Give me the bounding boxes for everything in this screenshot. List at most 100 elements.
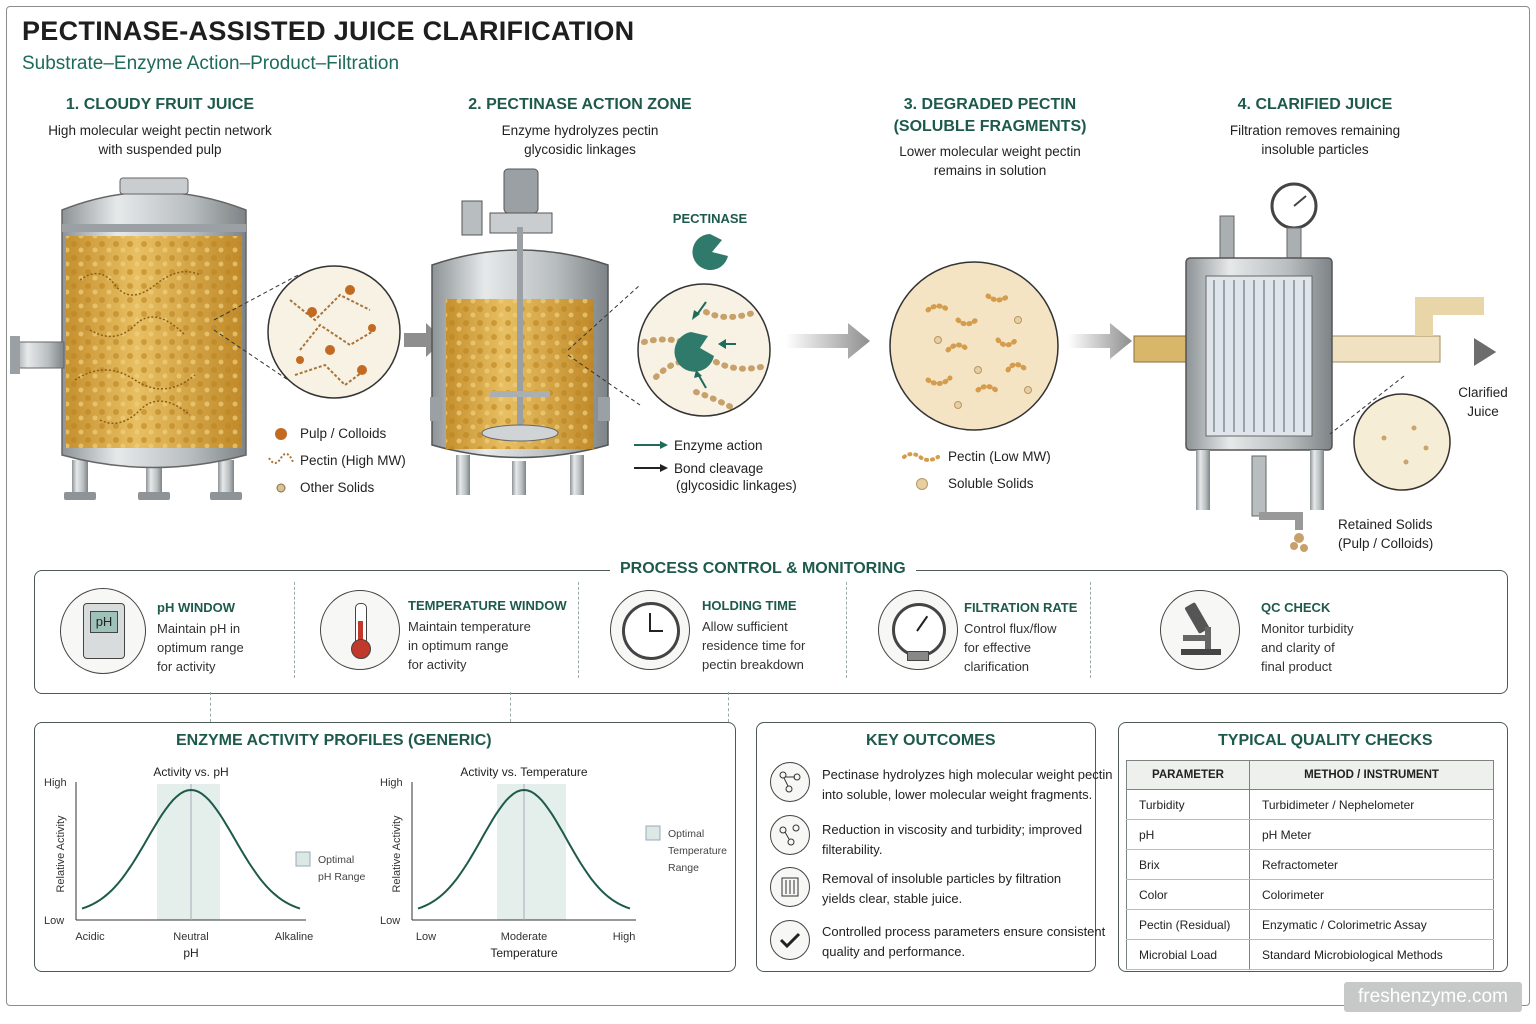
control-qc-check: QC CHECK Monitor turbidity and clarity o… bbox=[1261, 600, 1354, 674]
optimal-range-band bbox=[157, 784, 220, 920]
microscope-icon bbox=[1160, 590, 1240, 670]
x-axis-label: Temperature bbox=[490, 946, 558, 960]
legend-item-other-solids: Other Solids bbox=[268, 474, 406, 501]
key-outcomes-title: KEY OUTCOMES bbox=[856, 732, 1006, 750]
legend-item-pectin-high: Pectin (High MW) bbox=[268, 447, 406, 474]
y-tick-high: High bbox=[44, 777, 67, 789]
x-axis-label: pH bbox=[183, 946, 198, 960]
legend-item-enzyme-action: Enzyme action bbox=[634, 432, 797, 458]
page-subtitle: Substrate–Enzyme Action–Product–Filtrati… bbox=[22, 53, 400, 74]
checkmark-icon bbox=[770, 920, 810, 960]
pectinase-enzyme-icon bbox=[692, 234, 728, 270]
pectinase-label: PECTINASE bbox=[672, 211, 748, 226]
legend-label: pH Range bbox=[318, 871, 365, 883]
legend-item-bond-cleavage-note: (glycosidic linkages) bbox=[676, 478, 797, 493]
x-tick-label: High bbox=[613, 931, 636, 943]
connector bbox=[728, 692, 729, 722]
outcome-item: Pectinase hydrolyzes high molecular weig… bbox=[822, 767, 1113, 802]
retained-solids-label: Retained Solids(Pulp / Colloids) bbox=[1338, 517, 1434, 551]
divider bbox=[578, 582, 579, 678]
y-tick-low: Low bbox=[380, 915, 400, 927]
clock-icon bbox=[610, 590, 690, 670]
control-filtration-rate: FILTRATION RATE Control flux/flow for ef… bbox=[964, 600, 1078, 674]
legend-item-bond-cleavage: Bond cleavage bbox=[634, 458, 797, 478]
parameter-cell: Microbial Load bbox=[1126, 939, 1250, 970]
control-holding-time: HOLDING TIME Allow sufficient residence … bbox=[702, 598, 806, 672]
control-ph-window: pH WINDOW Maintain pH in optimum range f… bbox=[157, 600, 244, 674]
method-cell: Enzymatic / Colorimetric Assay bbox=[1249, 909, 1494, 940]
table-row: Pectin (Residual)Enzymatic / Colorimetri… bbox=[1126, 909, 1494, 940]
legend-label: Range bbox=[668, 862, 699, 874]
cloudy-juice-tank-illustration bbox=[10, 177, 401, 500]
enzyme-action-zoom bbox=[637, 283, 771, 417]
y-axis-label: Relative Activity bbox=[55, 815, 67, 893]
watermark: freshenzyme.com bbox=[1344, 982, 1522, 1012]
parameter-cell: Color bbox=[1126, 879, 1250, 910]
enzyme-activity-panel bbox=[34, 722, 736, 972]
enzyme-reactor-illustration bbox=[430, 168, 641, 495]
parameter-cell: Brix bbox=[1126, 849, 1250, 880]
method-cell: Refractometer bbox=[1249, 849, 1494, 880]
thermometer-icon bbox=[320, 590, 400, 670]
activity-curve bbox=[81, 788, 301, 910]
connector bbox=[510, 692, 511, 722]
legend-item-soluble-solids: Soluble Solids bbox=[902, 470, 1051, 497]
table-header: PARAMETER bbox=[1126, 760, 1250, 790]
filter-icon bbox=[770, 867, 810, 907]
x-tick-label: Alkaline bbox=[275, 931, 314, 943]
stage-4-title: 4. CLARIFIED JUICE bbox=[1237, 96, 1393, 113]
legend-label: Optimal bbox=[318, 854, 354, 866]
table-header: METHOD / INSTRUMENT bbox=[1249, 760, 1494, 790]
divider bbox=[294, 582, 295, 678]
flow-arrow-2 bbox=[786, 323, 870, 359]
process-control-title: PROCESS CONTROL & MONITORING bbox=[610, 560, 916, 578]
legend-swatch bbox=[295, 851, 311, 867]
parameter-cell: Turbidity bbox=[1126, 789, 1250, 820]
enzyme-activity-title: ENZYME ACTIVITY PROFILES (GENERIC) bbox=[166, 732, 502, 750]
divider bbox=[1090, 582, 1091, 678]
ph-meter-icon: pH bbox=[60, 588, 146, 674]
flow-arrow-3 bbox=[1068, 323, 1132, 359]
stage-1-title: 1. CLOUDY FRUIT JUICE bbox=[65, 96, 255, 113]
legend-item-pulp: Pulp / Colloids bbox=[268, 420, 406, 447]
outcome-item: Reduction in viscosity and turbidity; im… bbox=[822, 822, 1083, 857]
page-frame bbox=[6, 6, 1530, 1006]
x-tick-label: Low bbox=[416, 931, 436, 943]
stage-2-title: 2. PECTINASE ACTION ZONE bbox=[468, 96, 692, 113]
legend-item-pectin-low: Pectin (Low MW) bbox=[902, 443, 1051, 470]
degraded-pectin-circle bbox=[889, 261, 1059, 431]
legend-stage-3: Pectin (Low MW) Soluble Solids bbox=[902, 443, 1051, 497]
y-tick-low: Low bbox=[44, 915, 64, 927]
optimal-range-band bbox=[497, 784, 566, 920]
quality-checks-title: TYPICAL QUALITY CHECKS bbox=[1208, 732, 1443, 750]
method-cell: Turbidimeter / Nephelometer bbox=[1249, 789, 1494, 820]
page-title: PECTINASE-ASSISTED JUICE CLARIFICATION bbox=[22, 16, 635, 46]
legend-swatch bbox=[645, 825, 661, 841]
legend-label: Temperature bbox=[668, 845, 727, 857]
temperature-activity-chart: Activity vs. TemperatureHighLowRelative … bbox=[380, 765, 727, 960]
outcome-item: Controlled process parameters ensure con… bbox=[822, 924, 1106, 959]
outcome-item: Removal of insoluble particles by filtra… bbox=[822, 871, 1062, 906]
chart-title: Activity vs. Temperature bbox=[460, 765, 587, 779]
x-tick-label: Moderate bbox=[501, 931, 547, 943]
method-cell: Colorimeter bbox=[1249, 879, 1494, 910]
y-axis-label: Relative Activity bbox=[391, 815, 403, 893]
molecule-icon bbox=[770, 762, 810, 802]
legend-label: Optimal bbox=[668, 828, 704, 840]
parameter-cell: pH bbox=[1126, 819, 1250, 850]
chart-title: Activity vs. pH bbox=[153, 765, 228, 779]
filter-press-illustration bbox=[1133, 182, 1496, 552]
legend-stage-2: Enzyme action Bond cleavage (glycosidic … bbox=[634, 432, 797, 493]
y-tick-high: High bbox=[380, 777, 403, 789]
